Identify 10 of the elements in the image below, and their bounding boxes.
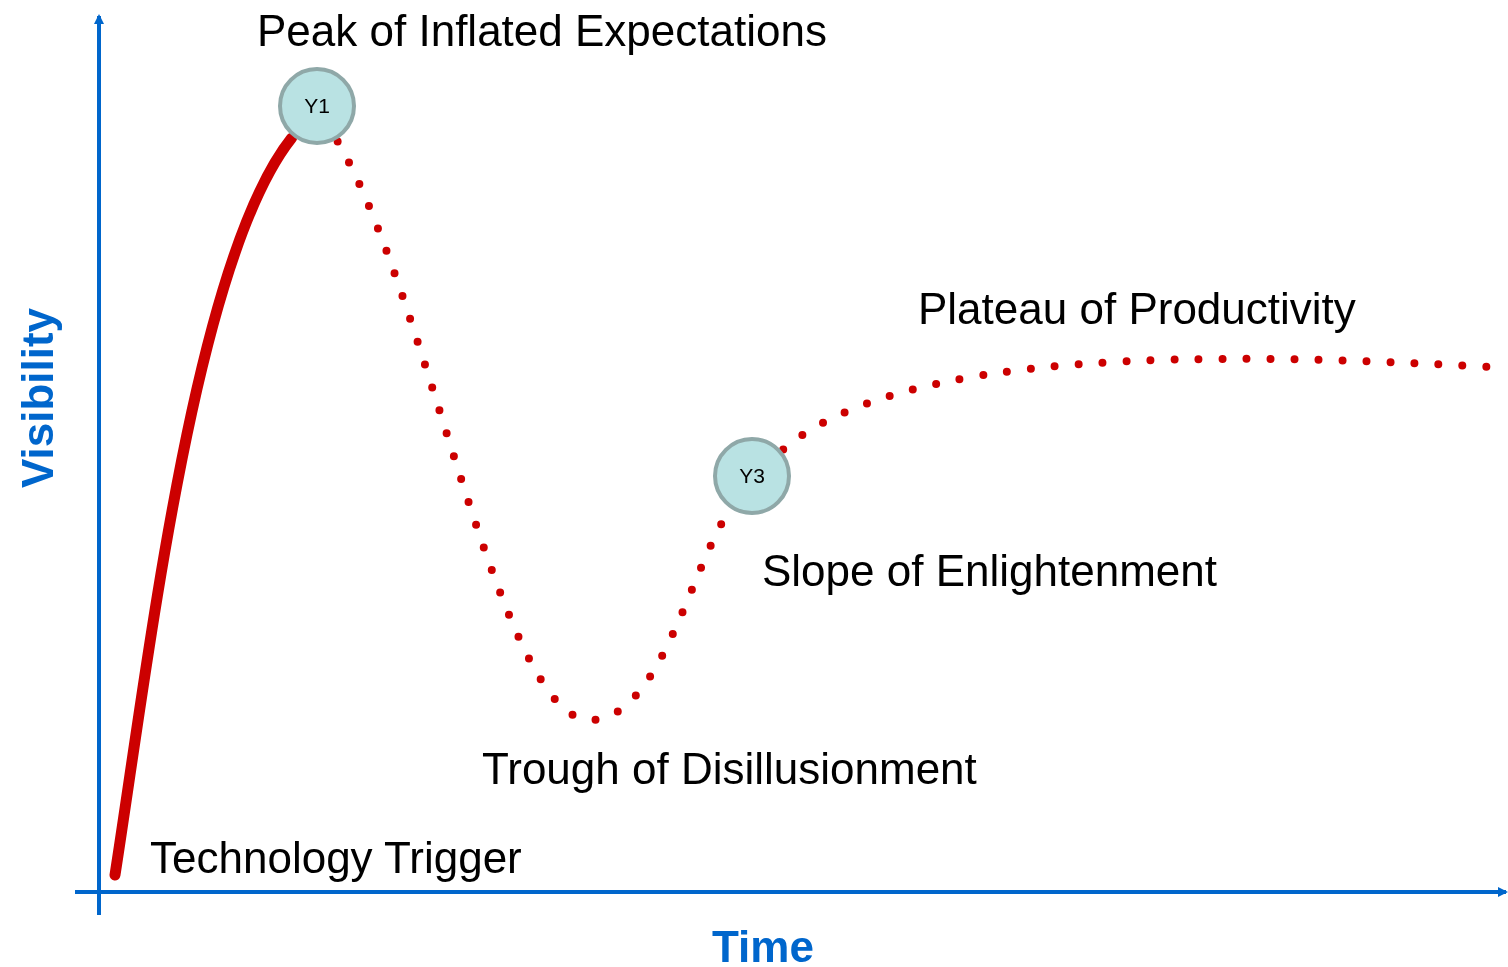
phase-label: Peak of Inflated Expectations	[257, 9, 827, 53]
milestone-circle: Y1	[278, 67, 356, 145]
phase-label: Technology Trigger	[150, 836, 522, 880]
curve-segment	[109, 132, 298, 881]
axis-title: Time	[712, 925, 814, 967]
milestone-circle: Y3	[713, 437, 791, 515]
phase-label: Trough of Disillusionment	[482, 747, 977, 791]
phase-label: Plateau of Productivity	[918, 287, 1356, 331]
phase-label: Slope of Enlightenment	[762, 549, 1217, 593]
axis-title: Visibility	[16, 307, 61, 489]
